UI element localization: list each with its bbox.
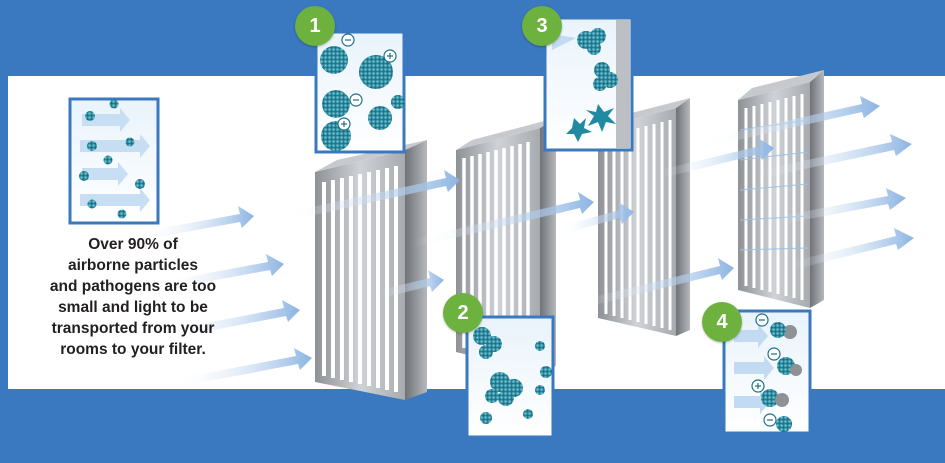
step-3-panel [543,16,634,152]
filter-3 [598,98,690,336]
intro-caption: Over 90% of airborne particles and patho… [49,236,217,358]
step-4-panel [722,309,812,435]
intro-particle-panel [68,97,160,225]
step-2-panel [465,315,555,439]
step-1-panel [314,30,406,154]
airflow-arrows [140,96,914,388]
step-1-badge: 1 [295,6,335,46]
step-4-badge: 4 [702,302,742,342]
filter-4 [738,70,824,308]
filter-1 [315,140,427,400]
step-2-badge: 2 [443,293,483,333]
step-3-badge: 3 [522,6,562,46]
